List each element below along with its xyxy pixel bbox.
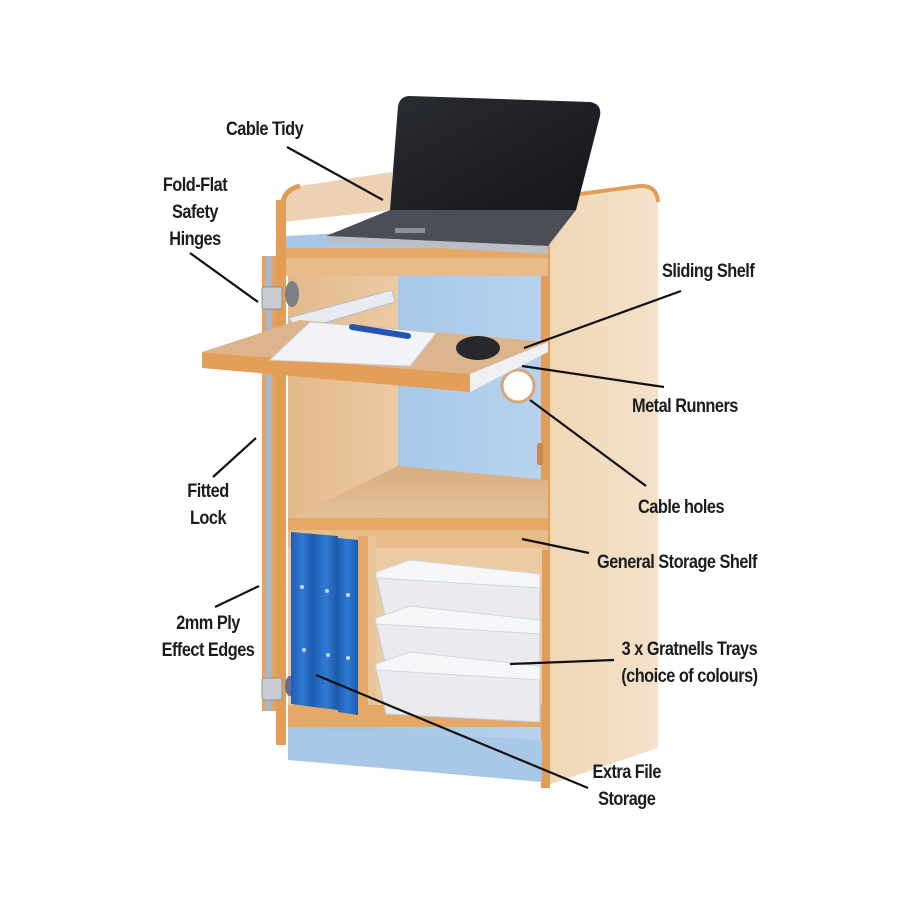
sliding-shelf [202, 320, 548, 392]
callout-text: 3 x Gratnells Trays [621, 639, 758, 660]
callout-text: Sliding Shelf [662, 261, 755, 282]
tray-3 [375, 651, 541, 723]
laptop-keyboard-deck [326, 210, 576, 246]
callout-fitted-lock: Fitted Lock [175, 478, 240, 532]
cable-tidy-panel [283, 172, 392, 222]
callout-sliding-shelf: Sliding Shelf [662, 258, 755, 285]
gratnells-trays [375, 559, 541, 723]
callout-text: Storage [598, 789, 656, 810]
callout-text: Cable holes [638, 497, 725, 518]
callout-text: 2mm Ply [176, 613, 240, 634]
right-side-panel [545, 185, 658, 785]
leader-file-storage [315, 673, 589, 790]
laptop [326, 96, 601, 254]
general-storage-shelf [288, 466, 548, 522]
leader-lines [189, 146, 682, 790]
leader-cable-tidy [286, 146, 384, 201]
callout-text: (choice of colours) [621, 666, 758, 687]
callout-cable-holes: Cable holes [638, 494, 725, 521]
leader-cable-holes [529, 399, 647, 487]
callout-extra-file-storage: Extra File Storage [588, 759, 665, 813]
callout-cable-tidy: Cable Tidy [226, 116, 304, 143]
callout-ply-edges: 2mm Ply Effect Edges [155, 610, 262, 664]
cable-hole [500, 368, 536, 404]
callout-text: Effect Edges [161, 640, 255, 661]
callout-text: Fitted [187, 481, 229, 502]
callout-text: General Storage Shelf [597, 552, 757, 573]
leader-sliding-shelf [523, 289, 682, 350]
callout-gratnells-trays: 3 x Gratnells Trays (choice of colours) [612, 636, 767, 690]
hinge-upper [261, 281, 299, 310]
callout-text: Safety [172, 202, 218, 223]
laptop-screen [390, 96, 601, 210]
callout-metal-runners: Metal Runners [632, 393, 738, 420]
callout-text: Extra File [592, 762, 661, 783]
leader-fitted-lock [212, 437, 257, 478]
mouse [456, 336, 500, 360]
leader-storage-shelf [521, 537, 590, 555]
callout-text: Cable Tidy [226, 119, 304, 140]
leader-ply-edges [214, 585, 260, 608]
left-edge-banding [276, 200, 286, 745]
callout-text: Metal Runners [632, 396, 738, 417]
callout-fold-flat-hinges: Fold-Flat Safety Hinges [156, 172, 233, 253]
leader-trays [509, 658, 615, 666]
plinth [288, 727, 542, 782]
callout-general-storage-shelf: General Storage Shelf [597, 549, 757, 576]
leader-hinges [189, 252, 259, 303]
callout-text: Lock [189, 508, 227, 529]
callout-text: Fold-Flat [162, 175, 228, 196]
callout-text: Hinges [169, 229, 221, 250]
pen [349, 324, 411, 339]
compartment-divider [358, 536, 370, 726]
file-boxes [291, 532, 358, 715]
leader-metal-runners [521, 364, 665, 389]
